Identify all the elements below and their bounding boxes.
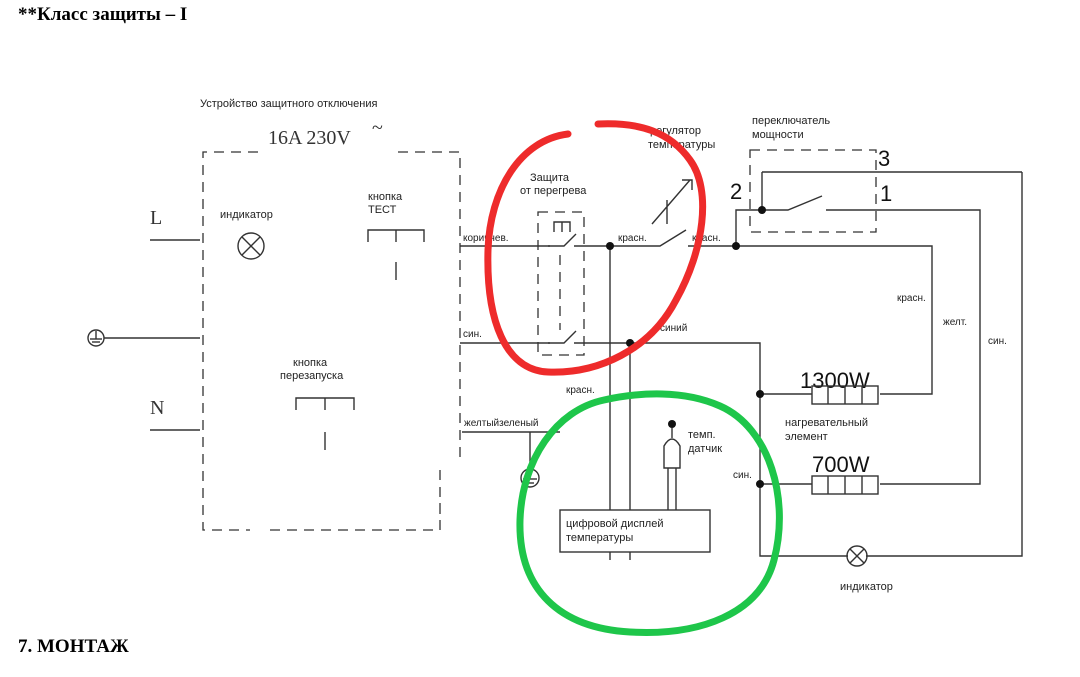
temp-sensor-label-1: темп. xyxy=(688,429,716,441)
wire-red-label-4: красн. xyxy=(566,385,595,396)
reset-button-label-1: кнопка xyxy=(293,357,328,369)
rcd-housing xyxy=(202,151,461,531)
power-switch-box xyxy=(749,149,877,233)
terminal-l: L xyxy=(150,207,162,229)
display-label-1: цифровой дисплей xyxy=(566,518,663,530)
rcd-title: Устройство защитного отключения xyxy=(200,98,377,110)
wire-yellow-label: желт. xyxy=(943,317,967,328)
heater-element-high-icon xyxy=(811,385,879,405)
overheat-label-1: Защита xyxy=(530,172,570,184)
rcd-indicator-label: индикатор xyxy=(220,209,273,221)
wire-blue-label-1: син. xyxy=(463,329,482,340)
indicator-bottom-label: индикатор xyxy=(840,581,893,593)
terminal-n: N xyxy=(150,397,164,419)
temp-sensor-icon xyxy=(663,420,681,510)
wire-blue-label-3: син. xyxy=(733,470,752,481)
heater-label-1: нагревательный xyxy=(785,417,868,429)
power-switch-label-2: мощности xyxy=(752,129,804,141)
reset-button-icon xyxy=(295,397,355,450)
indicator-lamp-icon xyxy=(237,232,265,260)
digital-display-box xyxy=(559,509,711,553)
thermostat-icon xyxy=(646,179,736,247)
wire-blue-label-2: синий xyxy=(660,323,687,334)
test-button-icon xyxy=(367,229,425,280)
wire-red-label-1: красн. xyxy=(618,233,647,244)
wire-red-label-3: красн. xyxy=(897,293,926,304)
indicator-lamp-bottom-icon xyxy=(846,545,868,567)
power-switch-pos3: 3 xyxy=(878,146,890,171)
ground-icon xyxy=(87,329,200,347)
wire-red-label-2: красн. xyxy=(692,233,721,244)
test-button-label-2: ТЕСТ xyxy=(368,204,397,216)
protection-class-heading: **Класс защиты – I xyxy=(18,4,188,25)
power-switch-pos1: 1 xyxy=(880,181,892,206)
wire-blue-label-4: син. xyxy=(988,336,1007,347)
wire-yellow-green-label: желтыйзеленый xyxy=(464,418,539,429)
wire-right-network xyxy=(609,172,1023,560)
green-highlight-circle xyxy=(516,390,783,636)
junction-dot xyxy=(606,242,614,250)
display-label-2: температуры xyxy=(566,532,633,544)
junction-dot xyxy=(756,480,764,488)
overheat-switch-lower xyxy=(548,330,630,344)
overheat-protection-box xyxy=(537,211,585,356)
heater-power-low: 700W xyxy=(812,452,870,477)
temp-sensor-label-2: датчик xyxy=(688,443,722,455)
power-switch-contacts xyxy=(735,171,1022,246)
junction-dot xyxy=(732,242,740,250)
power-switch-label-1: переключатель xyxy=(752,115,830,127)
red-highlight-circle xyxy=(484,120,707,376)
heater-element-low-icon xyxy=(811,475,879,495)
rcd-rating: 16A 230V xyxy=(268,127,351,149)
heater-power-high: 1300W xyxy=(800,368,870,393)
thermostat-label-2: температуры xyxy=(648,139,715,151)
section-heading: 7. МОНТАЖ xyxy=(18,636,129,657)
overheat-label-2: от перегрева xyxy=(520,185,587,197)
heater-label-2: элемент xyxy=(785,431,828,443)
junction-dot xyxy=(756,390,764,398)
overheat-switch-upper xyxy=(548,221,610,247)
test-button-label-1: кнопка xyxy=(368,191,403,203)
ac-symbol: ~ xyxy=(372,117,383,139)
junction-dot xyxy=(758,206,766,214)
power-switch-pos2: 2 xyxy=(730,179,742,204)
reset-button-label-2: перезапуска xyxy=(280,370,344,382)
